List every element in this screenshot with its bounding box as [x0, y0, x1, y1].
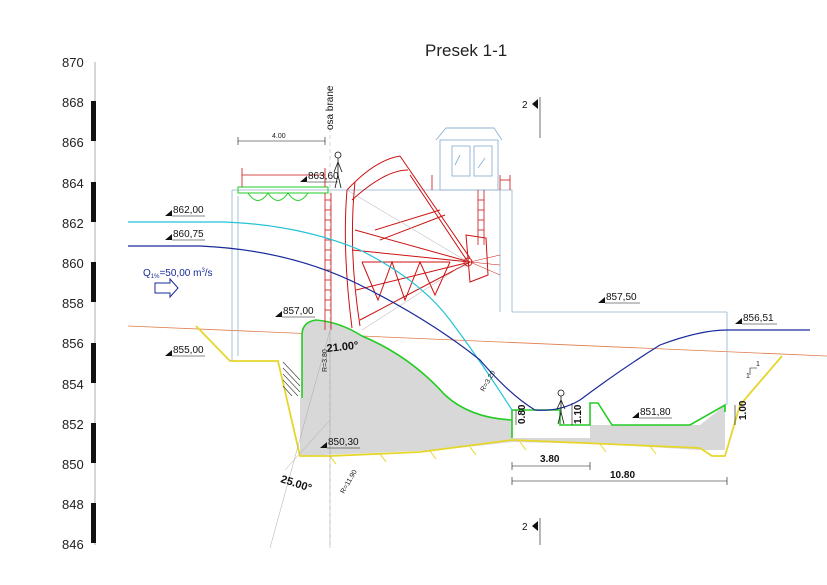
- svg-text:857,00: 857,00: [283, 306, 314, 317]
- svg-text:856,51: 856,51: [743, 313, 774, 324]
- svg-text:1: 1: [756, 361, 760, 368]
- svg-text:2: 2: [522, 522, 528, 533]
- dimension-step-height-2: 1.10: [571, 403, 584, 425]
- discharge-label: Q1%=50,00 m3/s: [143, 268, 213, 299]
- crest-angle-label: 21.00°: [326, 340, 359, 355]
- svg-text:10.80: 10.80: [610, 470, 635, 481]
- svg-text:3.80: 3.80: [540, 454, 560, 465]
- svg-text:4.00: 4.00: [272, 133, 286, 140]
- section-marker-bottom: 2: [522, 518, 541, 545]
- control-house: [435, 127, 503, 191]
- foundation-hatch: [329, 441, 657, 465]
- svg-text:860,75: 860,75: [173, 229, 204, 240]
- scale-bar-segment: [91, 423, 96, 463]
- terrain-line: [127, 325, 827, 357]
- dimension-basin-length-1: 3.80: [511, 454, 591, 470]
- svg-text:851,80: 851,80: [640, 407, 671, 418]
- svg-text:850,30: 850,30: [328, 437, 359, 448]
- elevation-scale: 870 868 866 864 862 860 858 856 854 852 …: [62, 55, 96, 552]
- svg-text:855,00: 855,00: [173, 345, 204, 356]
- scale-tick-label: 858: [62, 296, 84, 311]
- elevation-marker-deck: 863,60: [300, 171, 339, 183]
- scale-tick-label: 868: [62, 95, 84, 110]
- nappe-radius-label: R=3.20: [480, 370, 497, 393]
- elevation-marker-downstream-right: 856,51: [735, 313, 777, 325]
- scale-tick-label: 864: [62, 176, 84, 191]
- scale-tick-label: 848: [62, 497, 84, 512]
- scale-bar-segment: [91, 101, 96, 141]
- crest-radius-label: R=3.80: [322, 349, 329, 372]
- svg-text:862,00: 862,00: [173, 205, 204, 216]
- dam-axis-label: osa brane: [325, 85, 336, 130]
- scale-bar-segment: [91, 182, 96, 222]
- elevation-marker-upstream-low: 860,75: [165, 229, 205, 241]
- water-surface-profile: [128, 245, 810, 411]
- elevation-marker-foundation: 850,30: [320, 437, 360, 449]
- bridge-deck: [237, 168, 329, 201]
- section-marker-top: 2: [522, 97, 541, 138]
- elevation-marker-left-bank: 855,00: [165, 345, 205, 357]
- radial-gate: [344, 155, 489, 329]
- cutoff-hatch: [282, 361, 301, 397]
- scale-tick-label: 846: [62, 537, 84, 552]
- scale-tick-label: 850: [62, 457, 84, 472]
- scale-tick-label: 870: [62, 55, 84, 70]
- flow-direction-arrow: [154, 277, 179, 299]
- base-angle-label: 25.00°: [279, 473, 313, 494]
- svg-text:1.00: 1.00: [738, 400, 749, 420]
- elevation-marker-sill: 857,00: [275, 306, 315, 318]
- person-figure-top: [333, 151, 343, 189]
- dimension-step-height-1: 0.80: [515, 404, 528, 425]
- svg-text:2: 2: [522, 100, 528, 111]
- person-figure-basin: [556, 389, 566, 425]
- svg-text:863,60: 863,60: [308, 171, 339, 182]
- dimension-basin-length-total: 10.80: [511, 470, 728, 485]
- slope-indicator: 1 1: [746, 361, 760, 380]
- concrete-outline: [301, 319, 726, 438]
- svg-text:857,50: 857,50: [606, 292, 637, 303]
- concrete-body: [300, 320, 725, 456]
- foundation-outline: [195, 325, 783, 457]
- scale-tick-label: 854: [62, 377, 84, 392]
- right-railing: [431, 175, 511, 245]
- scale-bar-segment: [91, 343, 96, 383]
- scale-bar-segment: [91, 503, 96, 543]
- dimension-bridge-width: 4.00: [237, 133, 326, 145]
- base-radius-label: R=11.90: [340, 469, 359, 495]
- elevation-marker-upstream-high: 862,00: [165, 205, 205, 217]
- scale-tick-label: 860: [62, 256, 84, 271]
- svg-text:Q1%=50,00 m3/s: Q1%=50,00 m3/s: [143, 268, 213, 280]
- section-title: Presek 1-1: [425, 41, 507, 60]
- elevation-marker-stilling-basin: 851,80: [632, 407, 672, 419]
- svg-text:1.10: 1.10: [573, 404, 584, 424]
- scale-tick-label: 852: [62, 417, 84, 432]
- upstream-water-surface-high: [128, 221, 513, 411]
- gate-hoist-lines: [469, 254, 501, 276]
- scale-tick-label: 866: [62, 135, 84, 150]
- elevation-marker-downstream: 857,50: [598, 292, 640, 304]
- scale-tick-label: 862: [62, 216, 84, 231]
- dimension-end-sill-height: 1.00: [734, 400, 749, 425]
- svg-text:0.80: 0.80: [517, 404, 528, 424]
- svg-text:1: 1: [746, 373, 750, 380]
- scale-bar-segment: [91, 262, 96, 302]
- scale-tick-label: 856: [62, 336, 84, 351]
